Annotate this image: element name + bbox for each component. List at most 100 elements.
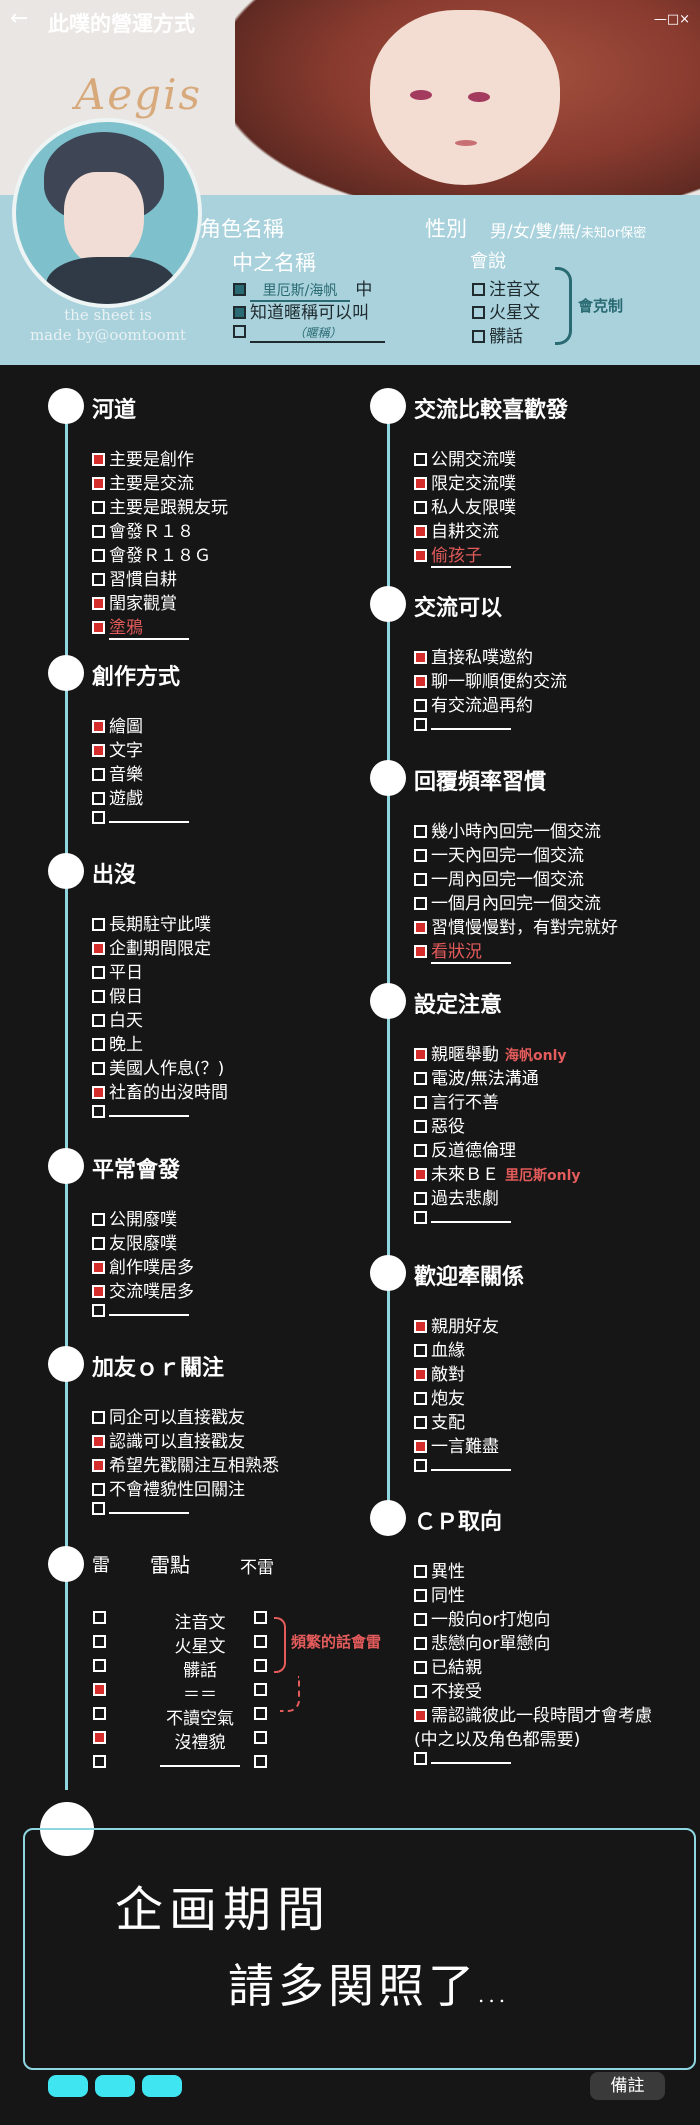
checkbox[interactable] (92, 1213, 105, 1226)
back-arrow-icon[interactable]: ← (10, 6, 29, 31)
checklist-item[interactable]: 公開交流噗 (414, 445, 516, 470)
checkbox[interactable] (414, 699, 427, 712)
checklist-item[interactable]: 不接受 (414, 1677, 482, 1702)
checklist-item[interactable]: 一天內回完一個交流 (414, 841, 584, 866)
checkbox[interactable] (414, 675, 427, 688)
checkbox[interactable] (414, 1613, 427, 1626)
checkbox[interactable] (414, 1392, 427, 1405)
checkbox[interactable] (233, 325, 246, 338)
checkbox[interactable] (92, 720, 105, 733)
bulei-checkbox[interactable] (254, 1611, 267, 1624)
cn-option-1[interactable]: 里厄斯/海帆 中 (233, 275, 372, 302)
checklist-item[interactable]: 過去悲劇 (414, 1184, 499, 1209)
checklist-item[interactable]: 文字 (92, 736, 143, 761)
checkbox[interactable] (414, 1416, 427, 1429)
speak-option[interactable]: 注音文 (472, 275, 540, 300)
checkbox[interactable] (92, 918, 105, 931)
speak-option[interactable]: 火星文 (472, 298, 540, 323)
checkbox[interactable] (414, 825, 427, 838)
checkbox[interactable] (92, 1038, 105, 1051)
checkbox[interactable] (92, 453, 105, 466)
checkbox[interactable] (414, 525, 427, 538)
checkbox[interactable] (92, 597, 105, 610)
checkbox[interactable] (92, 1483, 105, 1496)
lei-checkbox[interactable] (93, 1731, 106, 1744)
checkbox[interactable] (414, 1096, 427, 1109)
checkbox[interactable] (414, 1368, 427, 1381)
checklist-item[interactable]: 看狀況 (414, 937, 511, 964)
checkbox[interactable] (414, 1637, 427, 1650)
checklist-item[interactable]: 偷孩子 (414, 541, 511, 568)
pill-button[interactable] (48, 2075, 88, 2097)
checkbox[interactable] (414, 921, 427, 934)
checklist-item[interactable] (414, 715, 511, 735)
speak-option[interactable]: 髒話 (472, 322, 523, 347)
pill-button[interactable] (142, 2075, 182, 2097)
checkbox[interactable] (414, 1048, 427, 1061)
checkbox[interactable] (92, 1014, 105, 1027)
checklist-item[interactable]: 言行不善 (414, 1088, 499, 1113)
checklist-item[interactable]: 限定交流噗 (414, 469, 516, 494)
checklist-item[interactable]: 主要是交流 (92, 469, 194, 494)
checklist-item[interactable]: 希望先戳關注互相熟悉 (92, 1451, 279, 1476)
checkbox[interactable] (414, 1440, 427, 1453)
bulei-checkbox[interactable] (254, 1755, 267, 1768)
checklist-item[interactable]: 炮友 (414, 1384, 465, 1409)
checkbox[interactable] (414, 1661, 427, 1674)
checkbox[interactable] (92, 792, 105, 805)
checklist-item[interactable]: 塗鴉 (92, 613, 189, 640)
checklist-item[interactable]: 已結親 (414, 1653, 482, 1678)
cn-option-3[interactable]: （暱稱） (233, 322, 385, 343)
bulei-checkbox[interactable] (254, 1731, 267, 1744)
checklist-item[interactable]: (中之以及角色都需要) (414, 1725, 580, 1750)
checklist-item[interactable]: 私人友限噗 (414, 493, 516, 518)
checkbox[interactable] (414, 549, 427, 562)
checklist-item[interactable]: 血緣 (414, 1336, 465, 1361)
checklist-item[interactable]: 平日 (92, 958, 143, 983)
checkbox[interactable] (414, 1168, 427, 1181)
checklist-item[interactable]: 不會禮貌性回關注 (92, 1475, 245, 1500)
checkbox[interactable] (472, 306, 485, 319)
checkbox[interactable] (92, 1435, 105, 1448)
checkbox[interactable] (92, 942, 105, 955)
checklist-item[interactable]: 晚上 (92, 1030, 143, 1055)
checklist-item[interactable]: 異性 (414, 1557, 465, 1582)
checkbox[interactable] (414, 1072, 427, 1085)
checkbox[interactable] (414, 1192, 427, 1205)
checkbox[interactable] (414, 651, 427, 664)
checkbox[interactable] (472, 283, 485, 296)
checkbox[interactable] (233, 306, 246, 319)
checklist-item[interactable]: 公開廢噗 (92, 1205, 177, 1230)
checkbox[interactable] (414, 1752, 427, 1765)
checklist-item[interactable]: 幾小時內回完一個交流 (414, 817, 601, 842)
checklist-item[interactable]: 社畜的出沒時間 (92, 1078, 228, 1103)
checkbox[interactable] (92, 477, 105, 490)
checklist-item[interactable]: 敵對 (414, 1360, 465, 1385)
checkbox[interactable] (414, 1589, 427, 1602)
checkbox[interactable] (92, 1304, 105, 1317)
checklist-item[interactable]: 同企可以直接戳友 (92, 1403, 245, 1428)
bulei-checkbox[interactable] (254, 1707, 267, 1720)
checklist-item[interactable]: 需認識彼此一段時間才會考慮 (414, 1701, 652, 1726)
checkbox[interactable] (92, 768, 105, 781)
checkbox[interactable] (414, 1211, 427, 1224)
checkbox[interactable] (92, 1502, 105, 1515)
checklist-item[interactable]: 美國人作息(？) (92, 1054, 224, 1079)
checkbox[interactable] (414, 453, 427, 466)
checklist-item[interactable] (92, 1301, 189, 1321)
checkbox[interactable] (414, 1565, 427, 1578)
checklist-item[interactable]: 惡役 (414, 1112, 465, 1137)
checklist-item[interactable]: 友限廢噗 (92, 1229, 177, 1254)
lei-checkbox[interactable] (93, 1611, 106, 1624)
checklist-item[interactable]: 繪圖 (92, 712, 143, 737)
lei-checkbox[interactable] (93, 1755, 106, 1768)
checklist-item[interactable]: 親朋好友 (414, 1312, 499, 1337)
checklist-item[interactable]: 長期駐守此噗 (92, 910, 211, 935)
checkbox[interactable] (92, 1237, 105, 1250)
checklist-item[interactable]: 主要是跟親友玩 (92, 493, 228, 518)
checklist-item[interactable]: 習慣慢慢對，有對完就好 (414, 913, 618, 938)
checklist-item[interactable]: 遊戲 (92, 784, 143, 809)
checklist-item[interactable]: 電波/無法溝通 (414, 1064, 539, 1089)
checkbox[interactable] (414, 1344, 427, 1357)
